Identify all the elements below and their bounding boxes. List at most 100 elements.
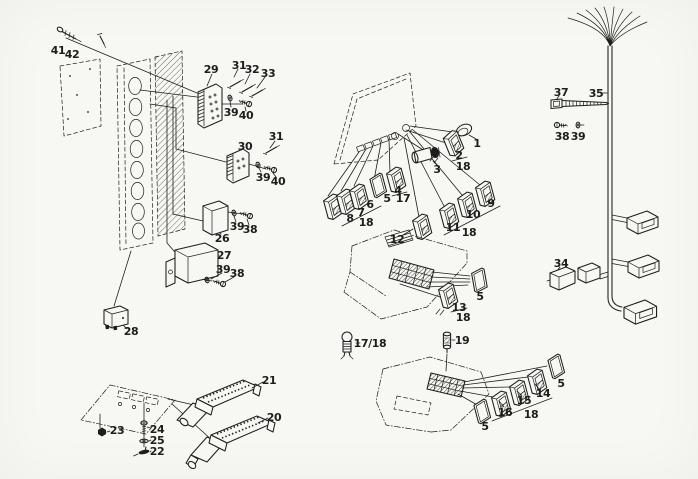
part-number-label: 42 [65,48,80,61]
part-number-label: 5 [557,377,564,390]
part-number-label: 25 [150,434,165,447]
part-number-label: 18 [524,408,539,421]
part-number-label: 16 [498,406,513,419]
part-number-label: 39 [224,106,239,119]
part-number-label: 30 [238,140,253,153]
part-number-label: 14 [536,387,551,400]
switch-13 [435,281,460,316]
shared-part-underlines [341,156,553,422]
connector-30 [226,148,267,184]
part-number-label: 40 [239,109,254,122]
part-number-label: 17 [396,192,411,205]
washer-39-screw-40-lower [254,161,278,178]
part-number-label: 11 [446,221,461,234]
washer-39-screw-38-relay26 [230,209,254,226]
instrument-panel-dashed [333,72,417,165]
mounting-bracket-channel [116,58,154,251]
pins-31-32-33 [226,68,266,99]
connector-20 [185,415,276,470]
cable-tie-37 [550,92,610,110]
screw-41 [56,26,82,42]
washer-25 [139,438,152,444]
part-number-label: 17/18 [354,337,387,350]
center-console-dashed [343,229,468,320]
part-number-label: 18 [462,226,477,239]
part-number-label: 18 [359,216,374,229]
part-number-label: 21 [262,374,277,387]
bulb-17-18 [340,331,361,360]
part-number-label: 5 [481,420,488,433]
pin-31-lower [262,140,280,156]
part-number-label: 13 [452,301,467,314]
part-number-label: 15 [517,394,532,407]
pin-42 [97,33,106,48]
part-number-label: 33 [261,67,276,80]
part-number-label: 26 [215,232,230,245]
connector-pair-34 [546,262,601,291]
part-number-label: 40 [271,175,286,188]
screw-24 [140,420,152,436]
relay-26 [202,200,243,236]
part-number-label: 19 [455,334,470,347]
part-number-label: 38 [555,130,570,143]
lower-console-switch-grid [426,372,466,398]
part-number-label: 5 [383,192,390,205]
clip-screw-22 [133,446,152,457]
part-number-label: 12 [390,233,405,246]
console-leader-fan [399,271,471,298]
washer-39-screw-38-relay27 [203,272,235,288]
lower-row-label-leaders [498,383,541,408]
part-number-label: 22 [150,445,165,458]
part-number-label: 31 [232,59,247,72]
part-number-label: 37 [554,86,569,99]
connector-21 [176,379,264,428]
harness-connector-middle [627,254,660,279]
part-number-label: 38 [243,223,258,236]
switch-12 [410,212,434,242]
part-number-label: 27 [217,249,232,262]
part-number-label: 38 [230,267,245,280]
connector-29 [197,73,244,129]
relay-27 [165,242,220,288]
lighter-3 [411,146,441,166]
lamp-19 [442,331,456,372]
part-number-label: 41 [51,44,66,57]
screw-38-right [553,121,569,129]
part-number-label: 3 [433,163,440,176]
hatched-support-strip [154,50,186,237]
cover-plate-5-lower-right [546,353,567,380]
washer-39-right [575,121,585,129]
part-number-label: 2 [455,149,462,162]
part-number-label: 39 [216,263,231,276]
washer-39-screw-40-upper [226,94,253,112]
part-number-label: 18 [456,311,471,324]
part-number-label: 23 [110,424,125,437]
part-number-label: 18 [456,160,471,173]
side-panel-dashed [59,58,102,137]
harness-35 [567,6,648,312]
relay-28 [103,305,129,331]
part-number-label: 39 [256,171,271,184]
part-number-label: 39 [230,220,245,233]
harness-connector-bottom [623,299,658,325]
mounting-plate-dashed [80,384,214,448]
part-number-label: 32 [245,63,260,76]
nut-23 [98,427,111,437]
part-number-label: 8 [346,212,353,225]
part-number-label: 24 [150,423,165,436]
harness-connector-top [626,210,659,235]
part-number-label: 31 [269,130,284,143]
part-number-label: 7 [357,206,364,219]
part-number-label: 39 [571,130,586,143]
part-number-label: 6 [366,198,374,211]
lower-console-dashed [375,356,490,433]
part-number-label: 35 [589,87,604,100]
panel-leader-fan [327,125,481,218]
console-switch-grid [388,258,435,290]
part-number-label: 1 [473,137,480,150]
part-number-label: 4 [394,184,402,197]
part-number-label: 34 [554,257,569,270]
